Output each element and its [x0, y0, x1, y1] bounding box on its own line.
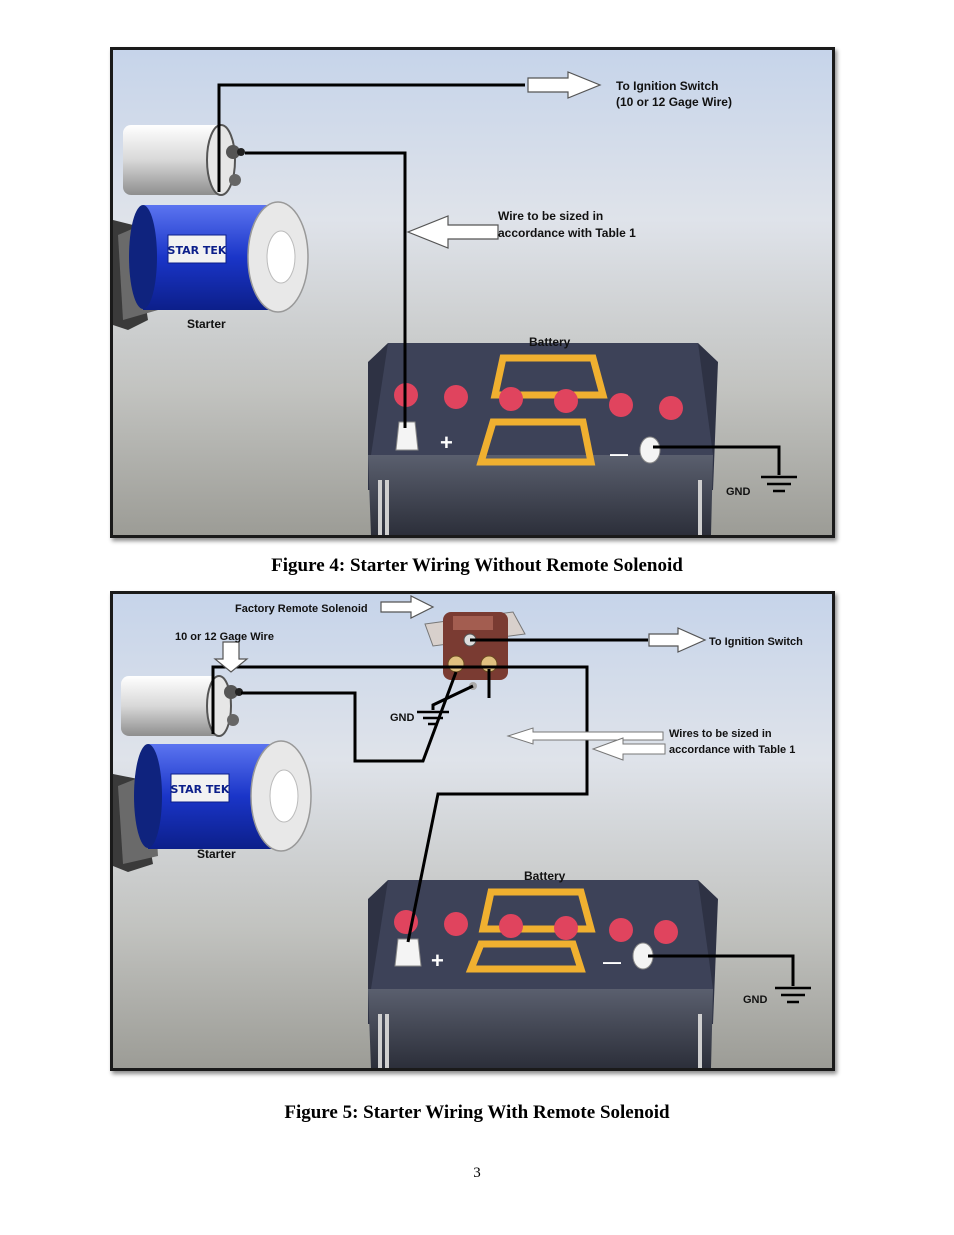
arrow-to-ignition [648, 627, 707, 653]
starter-brand-text: STAR TEK [168, 244, 227, 257]
battery-minus-sign: — [603, 952, 621, 972]
starter-brand-text: STAR TEK [171, 783, 230, 796]
figure-5-diagram: STAR TEK [110, 591, 835, 1071]
label-battery: Battery [529, 335, 571, 349]
gnd-symbol [761, 475, 797, 493]
figure-4-caption: Figure 4: Starter Wiring Without Remote … [271, 555, 683, 576]
battery-minus-sign: — [610, 444, 628, 464]
gnd-symbol-solenoid [417, 710, 449, 726]
arrow-wire-size [406, 215, 499, 249]
figure-4-diagram: STAR TEK + [110, 47, 835, 538]
wiring [217, 83, 781, 475]
battery-plus-sign: + [431, 948, 444, 973]
label-factory-solenoid: Factory Remote Solenoid [235, 603, 368, 615]
gnd-symbol-battery [775, 986, 811, 1004]
label-starter: Starter [197, 847, 236, 861]
battery: + — [368, 880, 718, 1068]
page-number: 3 [473, 1165, 481, 1181]
figure-5-caption: Figure 5: Starter Wiring With Remote Sol… [284, 1102, 670, 1123]
label-gage-wire: (10 or 12 Gage Wire) [616, 95, 732, 109]
starter-motor: STAR TEK [113, 675, 312, 872]
arrow-gage-wire [213, 641, 249, 673]
arrow-to-ignition [527, 71, 602, 99]
label-to-ignition: To Ignition Switch [616, 79, 718, 93]
wiring [211, 638, 795, 986]
arrow-wire-size-upper [506, 727, 664, 745]
label-gnd-solenoid: GND [390, 712, 415, 724]
label-wire-size-2: accordance with Table 1 [498, 226, 636, 240]
label-starter: Starter [187, 317, 226, 331]
battery: + — [368, 343, 718, 535]
label-to-ignition: To Ignition Switch [709, 636, 803, 648]
figure-4-svg: STAR TEK + [113, 50, 832, 535]
starter-motor: STAR TEK [113, 124, 309, 330]
label-wires-size-2: accordance with Table 1 [669, 744, 795, 756]
arrow-factory-solenoid [380, 595, 435, 619]
label-gnd-battery: GND [743, 994, 768, 1006]
label-gnd: GND [726, 486, 751, 498]
label-battery: Battery [524, 869, 566, 883]
label-gage-wire: 10 or 12 Gage Wire [175, 631, 274, 643]
battery-plus-sign: + [440, 430, 453, 455]
label-wires-size-1: Wires to be sized in [669, 728, 772, 740]
label-wire-size-1: Wire to be sized in [498, 209, 603, 223]
arrow-wire-size-lower [591, 737, 666, 761]
factory-remote-solenoid [424, 611, 526, 690]
figure-5-svg: STAR TEK [113, 594, 832, 1068]
